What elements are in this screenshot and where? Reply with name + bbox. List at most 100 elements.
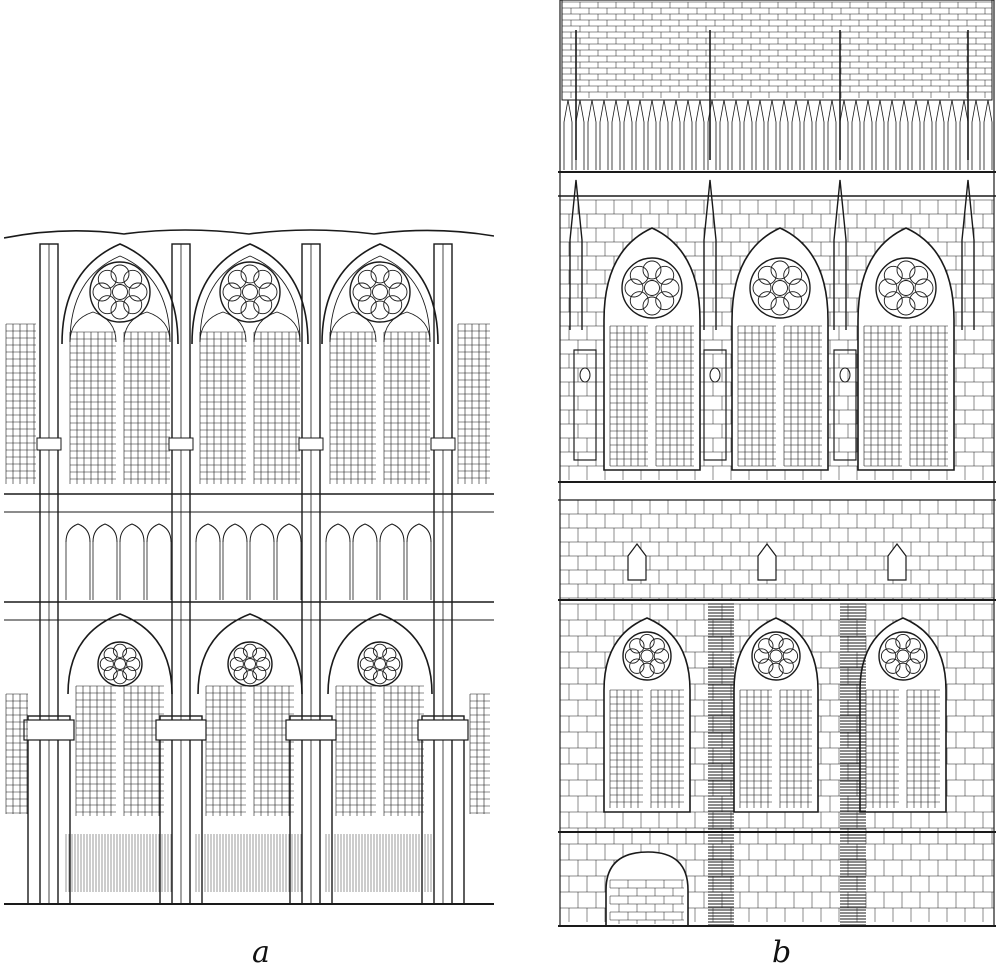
- lower-wall-hatching: [65, 834, 172, 892]
- aisle-glass-right: [383, 685, 424, 816]
- triforium-arch: [65, 523, 91, 543]
- lancet-left: [199, 311, 247, 343]
- aisle-arch: [197, 613, 303, 695]
- panel-b-exterior-elevation: [558, 0, 996, 930]
- statue-head: [839, 367, 851, 383]
- triforium-arch: [146, 523, 172, 543]
- pier-capital: [155, 719, 207, 741]
- aisle-glass-right: [906, 689, 940, 808]
- dormer-opening: [887, 543, 907, 581]
- clerestory-glass-left: [863, 325, 902, 467]
- buttress-shaded: [840, 603, 866, 926]
- aisle-rose-window: [878, 631, 928, 681]
- clerestory-arch-inner: [329, 255, 431, 343]
- statue-niche: [703, 349, 727, 461]
- aisle-glass-left: [739, 689, 772, 808]
- roof-slates: [561, 1, 992, 98]
- shaft-capital: [168, 437, 194, 451]
- triforium-arch: [222, 523, 248, 543]
- triforium-arch: [379, 523, 405, 543]
- statue-head: [709, 367, 721, 383]
- triforium-arch: [195, 523, 221, 543]
- aisle-glass-left: [865, 689, 899, 808]
- clerestory-arch: [321, 243, 439, 345]
- statue-niche: [573, 349, 597, 461]
- dormer-opening: [757, 543, 777, 581]
- statue-head: [579, 367, 591, 383]
- buttress-spire: [833, 179, 847, 330]
- pier-capital: [417, 719, 469, 741]
- aisle-rose-window: [357, 641, 403, 687]
- pier-capital: [285, 719, 337, 741]
- triforium-arch: [119, 523, 145, 543]
- clerestory-glass-right: [253, 331, 300, 484]
- clerestory-glass-left: [69, 331, 116, 484]
- aisle-glass-right: [779, 689, 812, 808]
- pier-base: [27, 715, 71, 905]
- clerestory-rose-window: [349, 261, 411, 323]
- clerestory-glass-right: [909, 325, 948, 467]
- clerestory-rose-window: [875, 257, 937, 319]
- crypt-doorway-fill: [609, 879, 684, 924]
- shaft-capital: [430, 437, 456, 451]
- edge-glass-right: [457, 323, 490, 484]
- aisle-glass-left: [609, 689, 643, 808]
- buttress-shaded: [708, 603, 734, 926]
- balustrade-pinnacles: [563, 99, 993, 170]
- pier-capital: [23, 719, 75, 741]
- pier-base: [289, 715, 333, 905]
- clerestory-rose-window: [219, 261, 281, 323]
- aisle-glass-left: [335, 685, 376, 816]
- clerestory-glass-left: [329, 331, 376, 484]
- clerestory-arch-inner: [199, 255, 301, 343]
- clerestory-glass-left: [737, 325, 776, 467]
- pier-base: [421, 715, 465, 905]
- aisle-rose-window: [622, 631, 672, 681]
- shaft-capital: [36, 437, 62, 451]
- lancet-left: [329, 311, 377, 343]
- clerestory-window: [731, 227, 829, 471]
- clerestory-window: [857, 227, 955, 471]
- clerestory-rose-window: [749, 257, 811, 319]
- edge-aisle-glass-left: [5, 693, 28, 814]
- panel-a-caption: a: [252, 935, 270, 970]
- panel-b-caption: b: [772, 935, 792, 970]
- aisle-glass-right: [123, 685, 164, 816]
- clerestory-glass-left: [199, 331, 246, 484]
- triforium-masonry: [559, 499, 994, 600]
- aisle-glass-right: [650, 689, 684, 808]
- aisle-glass-right: [253, 685, 294, 816]
- clerestory-arch-inner: [69, 255, 171, 343]
- aisle-rose-window: [227, 641, 273, 687]
- clerestory-rose-window: [621, 257, 683, 319]
- buttress-spire: [703, 179, 717, 330]
- clerestory-glass-left: [609, 325, 648, 467]
- vault-line: [4, 229, 494, 239]
- clerestory-glass-right: [123, 331, 170, 484]
- dormer-opening: [627, 543, 647, 581]
- triforium-arch: [92, 523, 118, 543]
- aisle-glass-left: [205, 685, 246, 816]
- triforium-arch: [249, 523, 275, 543]
- shaft-capital: [298, 437, 324, 451]
- lower-wall-hatching: [325, 834, 432, 892]
- clerestory-glass-right: [655, 325, 694, 467]
- panel-b-frame: [559, 0, 995, 927]
- lancet-left: [69, 311, 117, 343]
- lancet-right: [253, 311, 301, 343]
- buttress-spire: [961, 179, 975, 330]
- triforium-arch: [406, 523, 432, 543]
- statue-niche: [833, 349, 857, 461]
- clerestory-glass-right: [783, 325, 822, 467]
- triforium-arch: [325, 523, 351, 543]
- lancet-right: [383, 311, 431, 343]
- edge-aisle-glass-right: [469, 693, 490, 814]
- interior-elevation-drawing: [4, 229, 494, 905]
- lower-wall-hatching: [195, 834, 302, 892]
- triforium-arch: [352, 523, 378, 543]
- crypt-doorway: [605, 851, 689, 926]
- aisle-rose-window: [751, 631, 801, 681]
- panel-a-interior-elevation: [4, 224, 494, 926]
- edge-glass-left: [5, 323, 36, 484]
- pier-base: [159, 715, 203, 905]
